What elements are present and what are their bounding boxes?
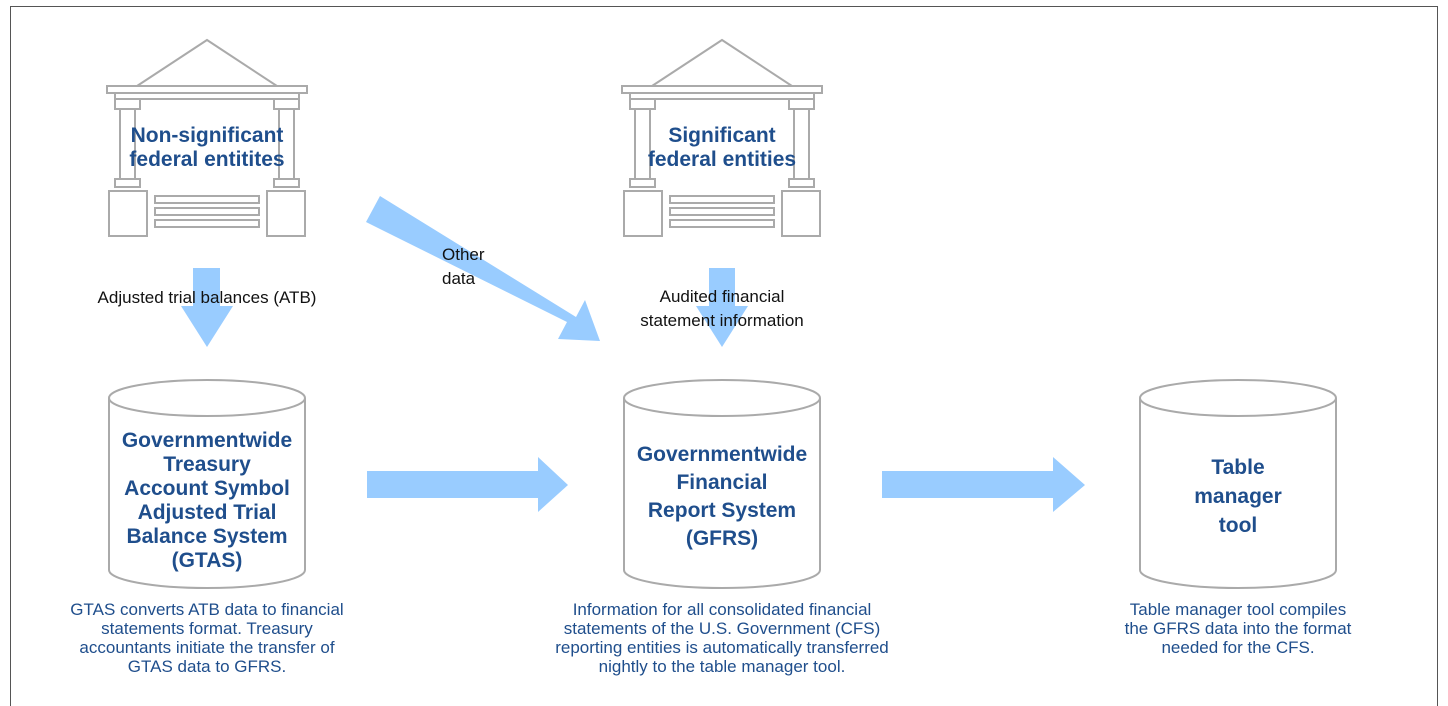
other-data-diagonal-arrow	[366, 196, 600, 341]
other-data-arrow-label: Other data	[442, 245, 485, 288]
gfrs-system-title: Governmentwide Financial Report System (…	[636, 443, 808, 550]
gtas-system-title: Governmentwide Treasury Account Symbol A…	[121, 429, 293, 572]
gtas-description: GTAS converts ATB data to financial stat…	[70, 600, 344, 676]
audited-arrow-label: Audited financial statement information	[640, 287, 804, 330]
non-significant-entities-label: Non-significant federal entitites	[129, 124, 285, 171]
diagram-frame	[10, 6, 1438, 706]
gfrs-to-table-manager-arrow	[882, 457, 1085, 512]
atb-down-arrow	[181, 268, 233, 347]
table-manager-description: Table manager tool compiles the GFRS dat…	[1124, 600, 1352, 657]
table-manager-system-title: Table manager tool	[1194, 456, 1282, 537]
gtas-to-gfrs-arrow	[367, 457, 568, 512]
gfrs-description: Information for all consolidated financi…	[555, 600, 889, 676]
audited-down-arrow	[696, 268, 748, 347]
significant-entities-label: Significant federal entities	[647, 124, 797, 171]
atb-arrow-label: Adjusted trial balances (ATB)	[97, 288, 317, 307]
